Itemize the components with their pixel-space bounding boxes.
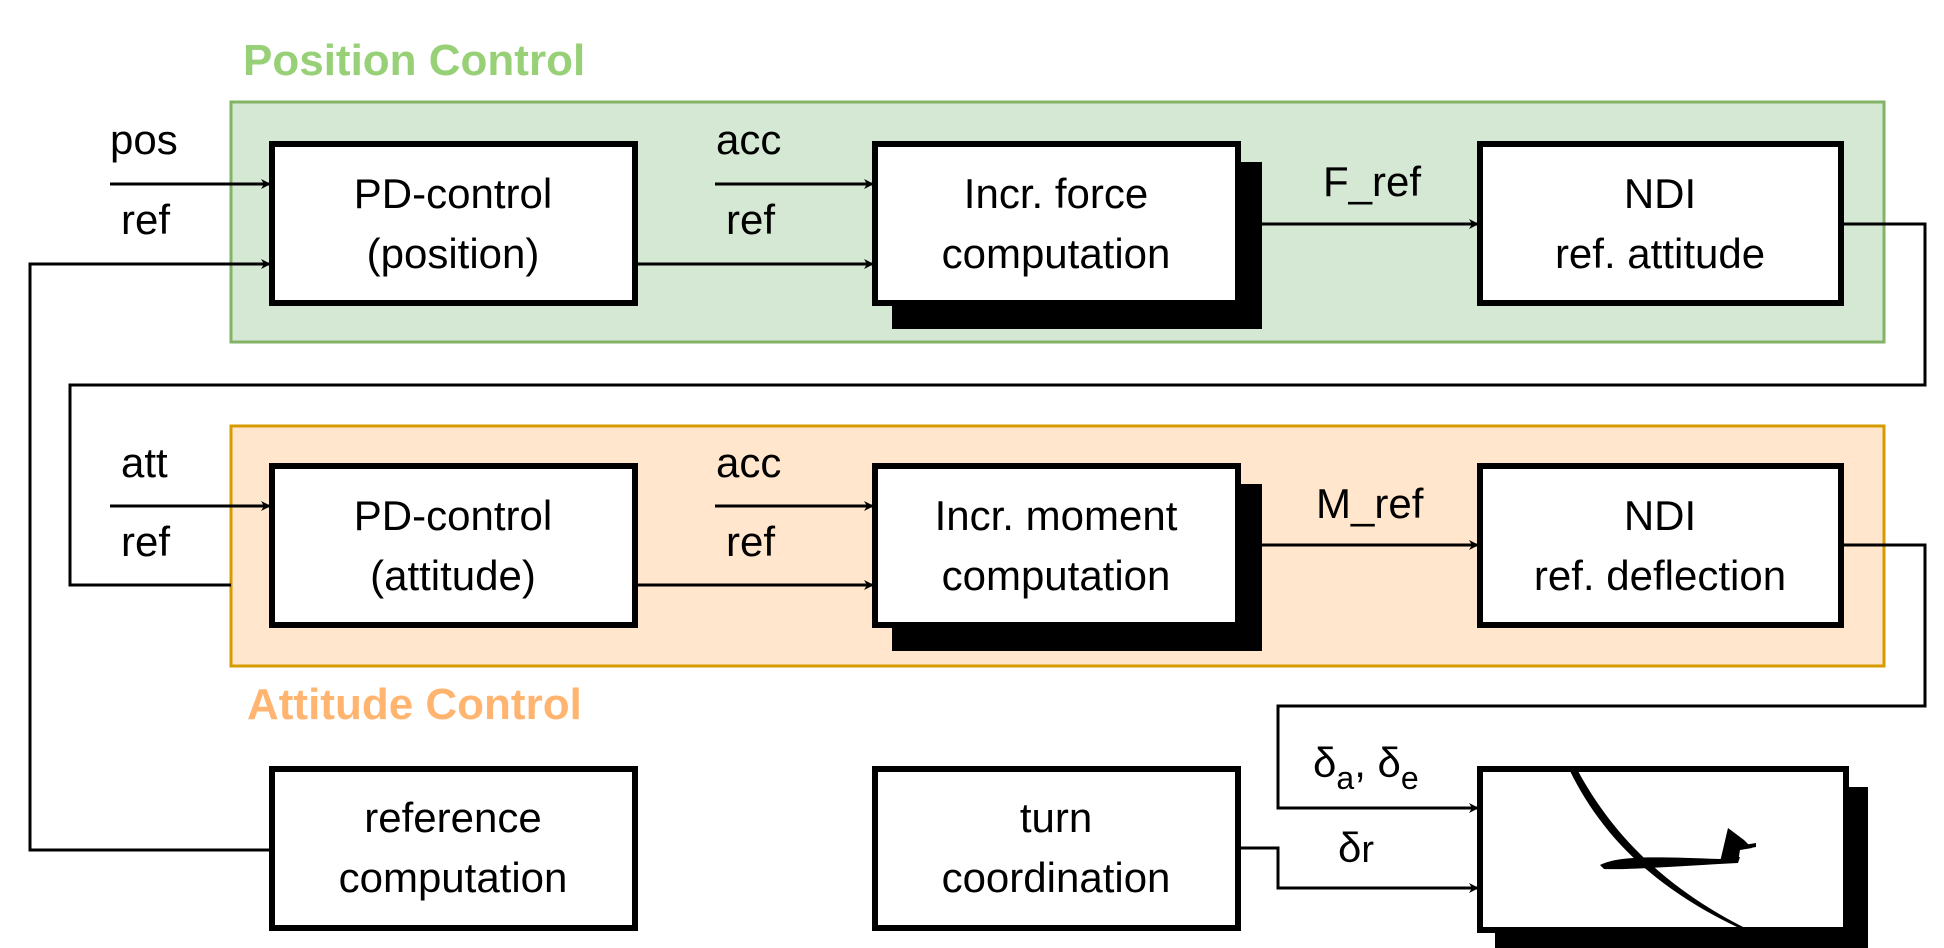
aircraft-block (1477, 766, 1849, 933)
ref-label-3: ref (121, 518, 170, 565)
reference-label-1: reference (364, 794, 541, 841)
deflection-r-arrow (1240, 846, 1479, 893)
delta-r-label: δr (1338, 824, 1374, 871)
reference-label-2: computation (339, 854, 568, 901)
acc-label-1: acc (716, 116, 781, 163)
attitude-control-title: Attitude Control (247, 680, 582, 729)
incr-moment-label-2: computation (942, 552, 1171, 599)
pd-attitude-block: PD-control (attitude) (269, 463, 638, 628)
pd-position-block: PD-control (position) (269, 141, 638, 306)
ref-label-2: ref (726, 196, 775, 243)
att-label: att (121, 439, 168, 486)
turn-coordination-block: turn coordination (872, 766, 1241, 931)
m-ref-label: M_ref (1316, 480, 1424, 527)
position-control-title: Position Control (243, 36, 585, 85)
ref-label-1: ref (121, 196, 170, 243)
incr-force-block: Incr. force computation (872, 141, 1241, 306)
attitude-ref-loop-wire (68, 222, 1927, 587)
ndi-deflection-label-2: ref. deflection (1534, 552, 1786, 599)
f-ref-label: F_ref (1323, 158, 1421, 205)
turn-label-2: coordination (942, 854, 1171, 901)
ndi-deflection-label-1: NDI (1624, 492, 1696, 539)
reference-computation-block: reference computation (269, 766, 638, 931)
pd-attitude-label-2: (attitude) (370, 552, 536, 599)
delta-ae-label: δa, δe (1313, 739, 1419, 796)
turn-label-1: turn (1020, 794, 1092, 841)
ndi-attitude-block: NDI ref. attitude (1477, 141, 1844, 306)
pd-position-label-2: (position) (367, 230, 540, 277)
ref-label-4: ref (726, 518, 775, 565)
incr-moment-block: Incr. moment computation (872, 463, 1241, 628)
ndi-attitude-label-2: ref. attitude (1555, 230, 1765, 277)
pos-label: pos (110, 116, 178, 163)
ndi-deflection-block: NDI ref. deflection (1477, 463, 1844, 628)
deflection-ae-arrow (1276, 543, 1927, 813)
glider-icon (1570, 771, 1756, 928)
incr-moment-label-1: Incr. moment (935, 492, 1178, 539)
incr-force-label-1: Incr. force (964, 170, 1148, 217)
pd-position-label-1: PD-control (354, 170, 552, 217)
acc-label-2: acc (716, 439, 781, 486)
ndi-attitude-label-1: NDI (1624, 170, 1696, 217)
reference-feedback-arrow (28, 259, 271, 852)
incr-force-label-2: computation (942, 230, 1171, 277)
pd-attitude-label-1: PD-control (354, 492, 552, 539)
